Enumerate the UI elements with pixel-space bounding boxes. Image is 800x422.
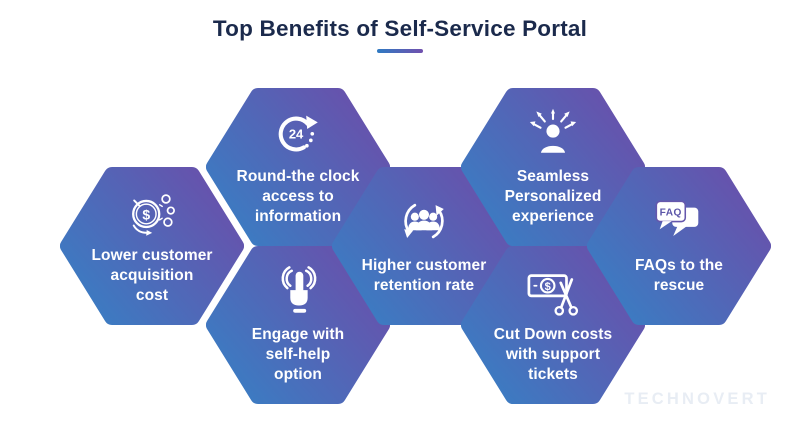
hexagon-shape <box>206 246 390 404</box>
dollar-glyph: $ <box>545 281 551 293</box>
people-cycle-icon <box>404 204 444 239</box>
hexagon-shape <box>587 167 771 325</box>
benefit-hex-round-the-clock: 24 Round-the clock access to information <box>206 88 390 246</box>
faq-bubble-icon: FAQ <box>655 200 699 237</box>
tap-finger-icon <box>281 266 317 314</box>
hexagon-shape <box>461 88 645 246</box>
hexagon-shape <box>60 167 244 325</box>
page-title: Top Benefits of Self-Service Portal <box>212 16 588 41</box>
benefit-label: Cut Down costs with support tickets <box>493 326 613 383</box>
benefit-label: Round-the clock access to information <box>236 168 360 225</box>
benefit-hex-cut-support-costs: $ Cut Down costs with support tickets <box>461 246 645 404</box>
clock-24-icon: 24 <box>278 116 318 152</box>
benefit-label: FAQs to the rescue <box>634 257 724 294</box>
benefit-hex-lower-acquisition-cost: $ Lower customer acquisition cost <box>60 167 244 325</box>
benefit-label: Lower customer acquisition cost <box>91 247 213 304</box>
benefit-label: Higher customer retention rate <box>361 257 487 294</box>
benefit-hex-engage-self-help: Engage with self-help option <box>206 246 390 404</box>
clock-24-glyph: 24 <box>289 127 304 142</box>
hexagon-shape <box>332 167 516 325</box>
technovert-watermark: TECHNOVERT <box>624 390 770 408</box>
dollar-coins-icon: $ <box>132 194 175 237</box>
hexagon-shape <box>206 88 390 246</box>
benefit-hex-seamless-personalized: Seamless Personalized experience <box>461 88 645 246</box>
dollar-glyph: $ <box>142 207 150 223</box>
money-scissors-icon: $ <box>527 274 579 317</box>
benefit-hex-higher-retention: Higher customer retention rate <box>332 167 516 325</box>
personalization-icon <box>529 109 577 154</box>
benefit-hex-faqs-rescue: FAQ FAQs to the rescue <box>587 167 771 325</box>
hexagon-shape <box>461 246 645 404</box>
benefit-label: Engage with self-help option <box>251 326 345 383</box>
title-underline <box>377 49 423 53</box>
faq-glyph: FAQ <box>660 208 682 219</box>
benefit-label: Seamless Personalized experience <box>504 168 602 225</box>
